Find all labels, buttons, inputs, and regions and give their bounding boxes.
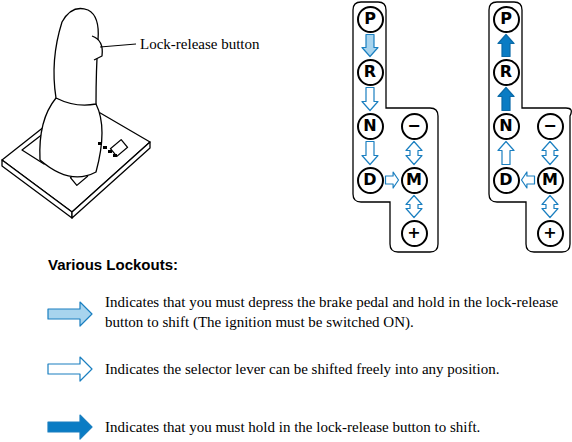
gate-marks	[98, 142, 117, 157]
legend-text: Indicates the selector lever can be shif…	[105, 360, 560, 380]
shift-arrow	[362, 35, 378, 57]
gear-circle: R	[357, 59, 384, 86]
leader-line	[100, 44, 136, 47]
gear-letter: R	[364, 64, 376, 80]
gate-mark	[103, 146, 107, 149]
gear-letter: +	[407, 225, 420, 241]
boot	[40, 98, 102, 177]
legend-arrow	[48, 357, 92, 381]
gear-circle: P	[357, 6, 384, 33]
gear-letter: +	[543, 225, 556, 241]
gear-letter: P	[364, 11, 376, 27]
gear-circle: M	[401, 167, 428, 194]
gear-letter: N	[499, 118, 512, 134]
shift-arrow	[406, 142, 422, 165]
gear-letter: M	[406, 172, 422, 188]
knob	[54, 9, 98, 106]
shift-arrow	[498, 88, 514, 111]
gear-circle: M	[537, 167, 564, 194]
button	[110, 140, 127, 157]
legend-arrow	[48, 415, 92, 439]
legend-arrow	[48, 302, 92, 326]
gear-circle: D	[357, 167, 384, 194]
gear-circle: R	[493, 59, 520, 86]
gear-letter: P	[500, 11, 512, 27]
shift-arrow	[498, 142, 514, 165]
gear-circle: +	[401, 220, 428, 247]
gear-letter: M	[542, 172, 558, 188]
legend-text: Indicates that you must depress the brak…	[105, 293, 560, 332]
shift-arrow	[406, 196, 422, 218]
gear-letter: D	[363, 172, 376, 188]
gear-letter: D	[499, 172, 512, 188]
gear-circle: P	[493, 6, 520, 33]
gear-letter: R	[500, 64, 512, 80]
shift-arrow	[542, 196, 558, 218]
shift-arrow	[362, 88, 378, 111]
shift-arrow	[386, 172, 399, 188]
gate-mark	[108, 150, 112, 153]
gear-letter: N	[363, 118, 376, 134]
gear-circle: +	[537, 220, 564, 247]
gear-circle: N	[493, 113, 520, 140]
legend-title: Various Lockouts:	[48, 256, 178, 274]
shift-arrow	[362, 142, 378, 165]
gate-mark	[113, 154, 117, 157]
gear-letter: −	[543, 118, 556, 134]
gate-outline	[353, 2, 438, 252]
gear-circle: N	[357, 113, 384, 140]
gear-circle: −	[537, 113, 564, 140]
lock-release-button	[92, 36, 102, 60]
gear-circle: −	[401, 113, 428, 140]
gear-circle: D	[493, 167, 520, 194]
legend-text: Indicates that you must hold in the lock…	[105, 418, 560, 438]
gear-letter: −	[407, 118, 420, 134]
shift-arrow	[522, 172, 535, 188]
shift-arrow	[498, 35, 514, 57]
shift-arrow	[542, 142, 558, 165]
part-label: Lock-release button	[140, 35, 260, 53]
gate-outline	[489, 2, 571, 252]
gate-mark	[98, 142, 102, 145]
